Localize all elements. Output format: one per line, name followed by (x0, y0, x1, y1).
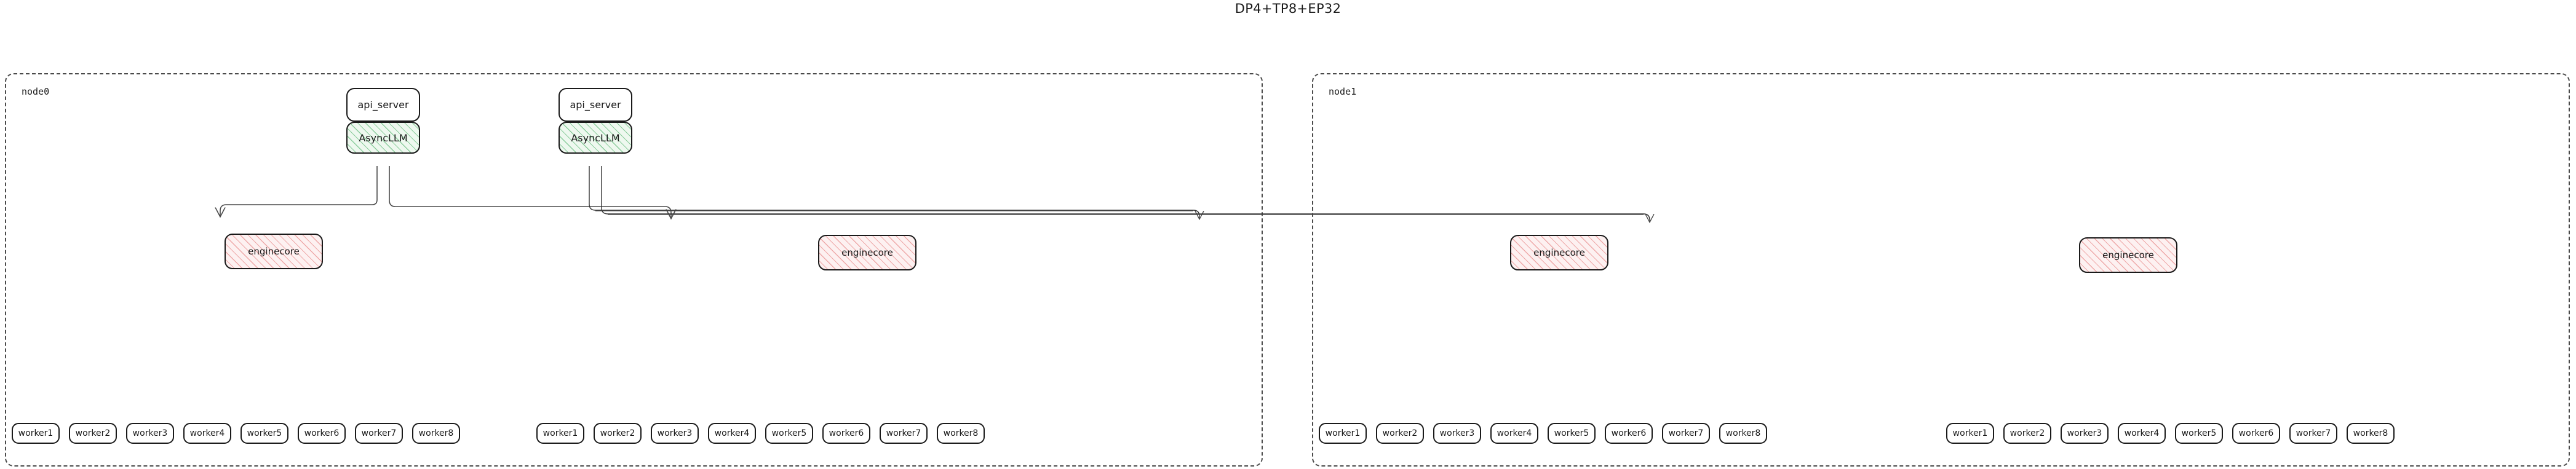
worker-box[interactable]: worker4 (708, 423, 756, 444)
worker-box[interactable]: worker7 (1662, 423, 1710, 444)
cluster-node1 (1312, 73, 2570, 467)
worker-box[interactable]: worker2 (2003, 423, 2051, 444)
worker-box[interactable]: worker5 (765, 423, 813, 444)
worker-box[interactable]: worker8 (2347, 423, 2395, 444)
enginecore-box-node1-1[interactable]: enginecore (2079, 237, 2177, 273)
worker-box[interactable]: worker2 (1376, 423, 1424, 444)
enginecore-box-node0-1[interactable]: enginecore (818, 235, 916, 270)
worker-box[interactable]: worker3 (126, 423, 174, 444)
worker-box[interactable]: worker1 (12, 423, 60, 444)
worker-box[interactable]: worker7 (2289, 423, 2337, 444)
worker-box[interactable]: worker1 (1946, 423, 1994, 444)
worker-box[interactable]: worker2 (69, 423, 117, 444)
api-server-box-0[interactable]: api_server (346, 88, 420, 122)
enginecore-box-node1-0[interactable]: enginecore (1510, 235, 1608, 270)
worker-box[interactable]: worker6 (1605, 423, 1653, 444)
worker-box[interactable]: worker6 (298, 423, 346, 444)
enginecore-box-node0-0[interactable]: enginecore (225, 234, 323, 269)
worker-box[interactable]: worker1 (536, 423, 584, 444)
worker-box[interactable]: worker3 (651, 423, 699, 444)
worker-box[interactable]: worker3 (1433, 423, 1481, 444)
worker-box[interactable]: worker7 (355, 423, 403, 444)
worker-box[interactable]: worker4 (2118, 423, 2166, 444)
worker-box[interactable]: worker7 (880, 423, 928, 444)
api-server-box-1[interactable]: api_server (559, 88, 632, 122)
worker-box[interactable]: worker1 (1319, 423, 1367, 444)
cluster-node1-label: node1 (1329, 86, 1357, 97)
worker-box[interactable]: worker6 (2232, 423, 2280, 444)
worker-box[interactable]: worker2 (594, 423, 642, 444)
worker-box[interactable]: worker3 (2061, 423, 2109, 444)
worker-box[interactable]: worker4 (1490, 423, 1538, 444)
worker-box[interactable]: worker5 (241, 423, 288, 444)
worker-box[interactable]: worker8 (1719, 423, 1767, 444)
page-title: DP4+TP8+EP32 (1234, 1, 1342, 16)
worker-box[interactable]: worker4 (183, 423, 231, 444)
worker-box[interactable]: worker6 (822, 423, 870, 444)
worker-box[interactable]: worker5 (1548, 423, 1596, 444)
worker-box[interactable]: worker5 (2175, 423, 2223, 444)
worker-box[interactable]: worker8 (937, 423, 985, 444)
cluster-node0 (5, 73, 1263, 467)
cluster-node0-label: node0 (22, 86, 50, 97)
asyncllm-box-0[interactable]: AsyncLLM (346, 122, 420, 154)
asyncllm-box-1[interactable]: AsyncLLM (559, 122, 632, 154)
worker-box[interactable]: worker8 (412, 423, 460, 444)
